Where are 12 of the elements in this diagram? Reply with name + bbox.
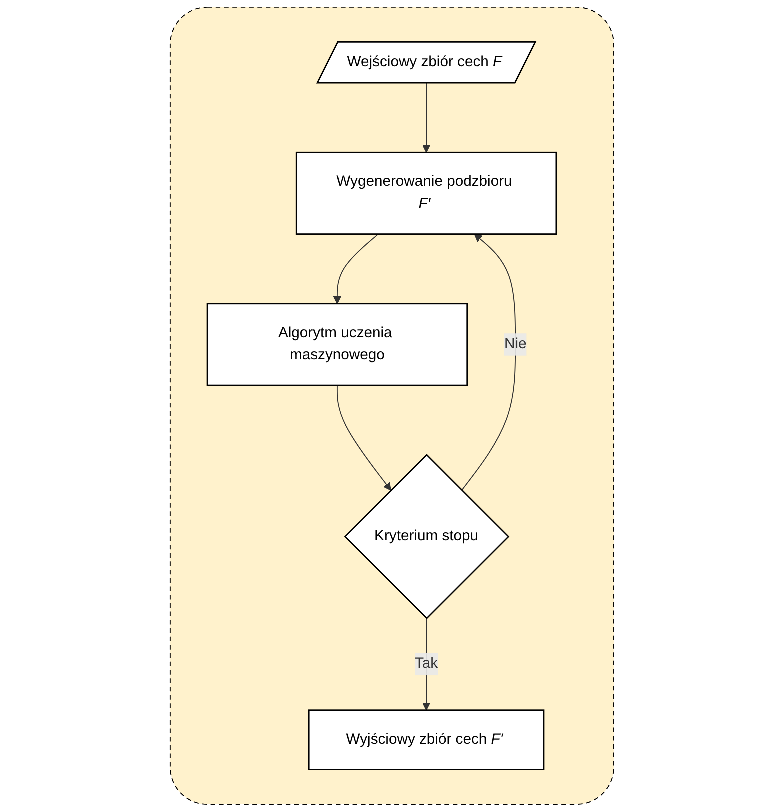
arrow: [461, 234, 516, 492]
arrow: [336, 385, 392, 491]
edge-label: Nie: [504, 336, 527, 352]
edge-label: Tak: [414, 656, 438, 672]
node-box: Wyjściowy zbiór cech F′: [308, 710, 544, 770]
arrow: [422, 618, 430, 711]
node-box: Wygenerowanie podzbioru F′: [296, 152, 557, 235]
cluster: [170, 6, 614, 806]
node-box: Algorytm uczenia maszynowego: [206, 303, 468, 386]
arrow: [333, 234, 379, 304]
arrow: [422, 83, 430, 154]
node-diamond: Kryterium stopu: [344, 454, 510, 620]
